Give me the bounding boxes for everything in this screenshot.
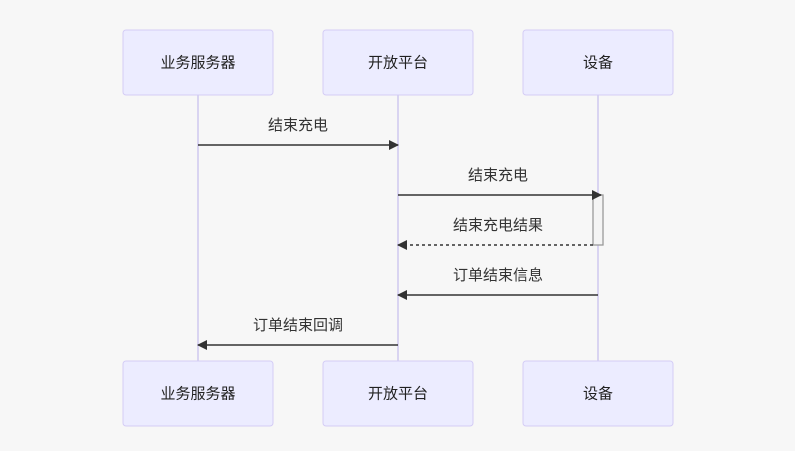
participant-label: 设备: [583, 385, 613, 403]
message-label: 结束充电: [468, 166, 528, 184]
participant-biz-top: 业务服务器: [122, 29, 274, 96]
message-3: 结束充电结果: [397, 216, 593, 250]
participant-open-top: 开放平台: [322, 29, 474, 96]
activation-bar-dev: [592, 194, 604, 246]
participant-box: [522, 29, 674, 96]
participant-label: 业务服务器: [160, 385, 235, 403]
message-1: 结束充电: [198, 116, 399, 150]
participant-box: [122, 360, 274, 427]
activations: [592, 194, 604, 246]
message-2: 结束充电: [398, 166, 602, 200]
participant-box: [122, 29, 274, 96]
participant-label: 业务服务器: [160, 54, 235, 72]
participant-label: 设备: [583, 54, 613, 72]
participant-box: [522, 360, 674, 427]
participant-box: [322, 360, 474, 427]
participant-dev-top: 设备: [522, 29, 674, 96]
actors-bottom: 业务服务器 开放平台 设备: [122, 360, 674, 427]
participant-dev-bottom: 设备: [522, 360, 674, 427]
message-label: 结束充电结果: [453, 216, 543, 234]
message-label: 结束充电: [268, 116, 328, 134]
participant-biz-bottom: 业务服务器: [122, 360, 274, 427]
participant-box: [322, 29, 474, 96]
participant-open-bottom: 开放平台: [322, 360, 474, 427]
actors-top: 业务服务器 开放平台 设备: [122, 29, 674, 96]
participant-label: 开放平台: [368, 385, 428, 403]
message-label: 订单结束回调: [253, 316, 343, 334]
participant-label: 开放平台: [368, 54, 428, 72]
message-5: 订单结束回调: [197, 316, 398, 350]
message-label: 订单结束信息: [453, 266, 543, 284]
message-4: 订单结束信息: [397, 266, 598, 300]
